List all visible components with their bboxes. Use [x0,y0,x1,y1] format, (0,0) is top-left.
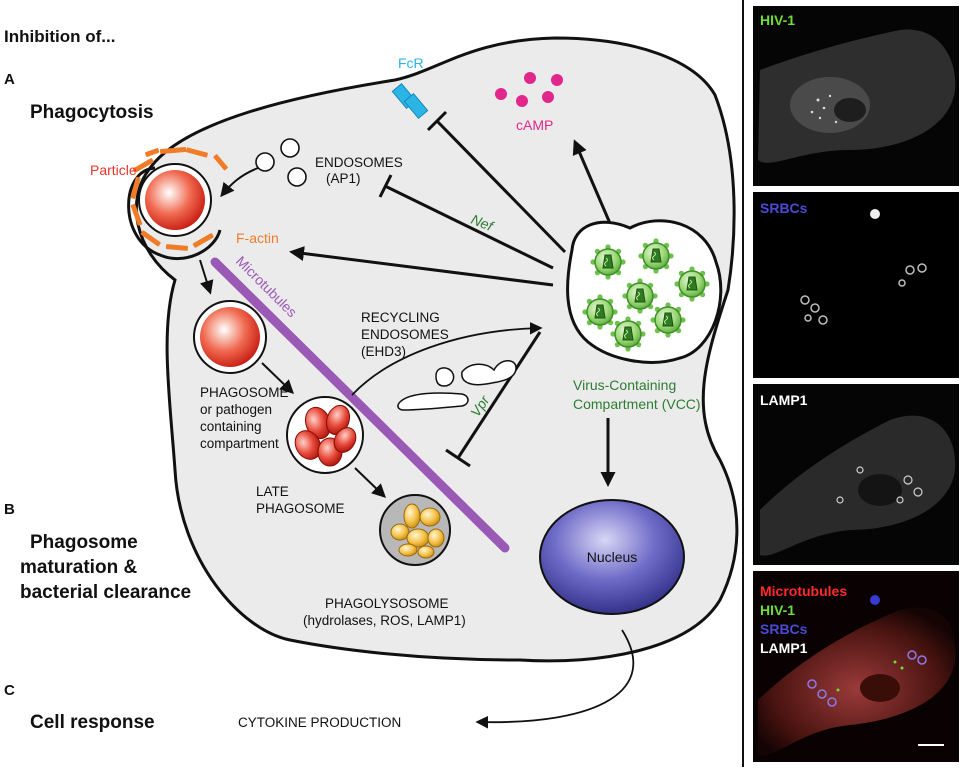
label-factin: F-actin [236,230,279,246]
late-phagosome-contents [294,404,357,467]
virion [622,278,658,314]
camp-molecules [495,72,563,107]
label-phagosome-2: or pathogen [200,402,272,417]
page-title: Inhibition of... [4,27,115,46]
panel-hiv1-label: HIV-1 [760,12,795,28]
label-fcr: FcR [398,55,424,71]
label-phagosome-1: PHAGOSOME [200,385,289,400]
panel-merge-label-hiv1: HIV-1 [760,602,795,618]
arrow-cytokine [475,629,635,729]
panel-merge-label-lamp1: LAMP1 [760,640,808,656]
section-b-title-1: Phagosome [30,532,138,553]
section-b-title-2: maturation & [20,557,137,578]
virion [610,316,646,352]
label-late-phagosome-1: LATE [256,484,289,499]
panel-srbcs-label: SRBCs [760,200,808,216]
label-vcc-1: Virus-Containing [573,377,676,393]
recycling-endosome-shapes [397,360,517,411]
virion [674,266,710,302]
signal-lines [289,110,616,487]
virion [638,238,674,274]
label-recycling-1: RECYCLING [361,310,440,325]
endosomes [255,138,307,187]
panel-lamp1: LAMP1 [753,384,959,565]
arrow-endosomes-to-particle [220,167,259,198]
label-nucleus: Nucleus [587,549,638,565]
section-a-title: Phagocytosis [30,102,154,123]
label-endosomes-2: (AP1) [326,171,361,186]
arrow-late-to-phagolysosome [354,467,387,498]
label-late-phagosome-2: PHAGOSOME [256,501,345,516]
label-endosomes-1: ENDOSOMES [315,155,403,170]
microtubule-bar [210,257,510,553]
actin-filaments [130,146,228,251]
label-phagosome-4: compartment [200,436,279,451]
inhibit-fcr [435,119,567,254]
phagocytic-cup [127,146,228,261]
section-b-title-3: bacterial clearance [20,582,191,603]
inhibit-endosomes [384,184,554,270]
label-phagosome-3: containing [200,419,262,434]
vcc [566,219,723,364]
inhibit-phagolysosome [456,331,542,459]
label-camp: cAMP [516,117,553,133]
panel-merge: Microtubules HIV-1 SRBCs LAMP1 [753,571,959,762]
label-phagolysosome-2: (hydrolases, ROS, LAMP1) [303,613,466,628]
arrow-phagosome-to-late [261,362,295,394]
panel-merge-label-srbcs: SRBCs [760,621,808,637]
label-particle: Particle [90,162,137,178]
nucleus [539,499,685,615]
arrow-particle-to-phagosome [199,259,214,295]
fcr-receptor [391,83,429,119]
section-c-title: Cell response [30,712,155,733]
section-b-letter: B [4,501,15,518]
label-cytokine: CYTOKINE PRODUCTION [238,715,401,730]
virion [650,302,686,338]
label-vcc-2: Compartment (VCC) [573,396,701,412]
label-recycling-3: (EHD3) [361,344,406,359]
panel-srbcs: SRBCs [753,192,959,378]
panel-lamp1-label: LAMP1 [760,392,808,408]
panel-merge-label-microtubules: Microtubules [760,583,847,599]
label-phagolysosome-1: PHAGOLYSOSOME [325,596,449,611]
section-a-letter: A [4,71,15,88]
arrow-recycling [351,321,543,396]
arrow-to-factin [289,246,554,287]
panel-hiv1: HIV-1 [753,6,959,186]
arrow-to-camp [572,139,614,229]
section-c-letter: C [4,682,15,699]
virion [582,294,618,330]
virions [582,238,710,352]
label-recycling-2: ENDOSOMES [361,327,449,342]
virion [590,244,626,280]
phagolysosome-contents [390,503,445,559]
